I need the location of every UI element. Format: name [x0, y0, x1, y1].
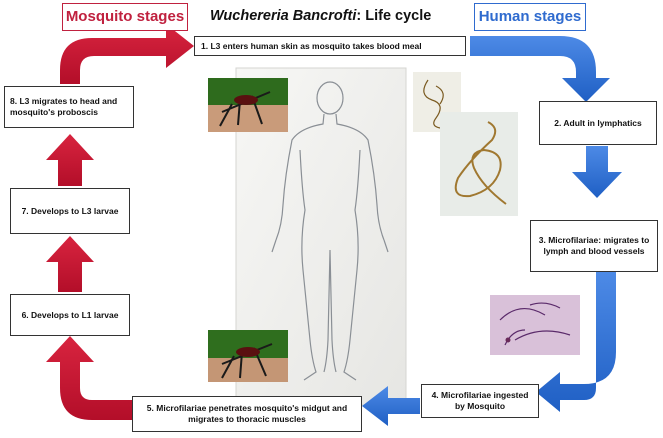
step-3-text: Microfilariae: migrates to lymph and blo…: [543, 235, 650, 256]
step-5-box: 5. Microfilariae penetrates mosquito's m…: [132, 396, 362, 432]
step-7-text: Develops to L3 larvae: [31, 205, 119, 216]
title-suffix: : Life cycle: [356, 8, 432, 24]
step-2-box: 2. Adult in lymphatics: [539, 101, 657, 145]
mosquito-stages-label: Mosquito stages: [65, 8, 185, 25]
step-6-box: 6. Develops to L1 larvae: [10, 294, 130, 336]
step-7-number: 7.: [21, 205, 29, 216]
step-8-text: L3 migrates to head and mosquito's probo…: [10, 96, 118, 117]
step-2-text: Adult in lymphatics: [563, 117, 642, 128]
step-4-number: 4.: [431, 390, 439, 401]
mosquito-stages-header: Mosquito stages: [62, 3, 188, 31]
step-6-text: Develops to L1 larvae: [31, 309, 119, 320]
step-3-box: 3. Microfilariae: migrates to lymph and …: [530, 220, 658, 272]
human-stages-header: Human stages: [474, 3, 586, 31]
step-1-text: L3 enters human skin as mosquito takes b…: [210, 40, 422, 51]
step-5-text: Microfilariae penetrates mosquito's midg…: [156, 403, 348, 424]
human-stages-label: Human stages: [478, 8, 582, 25]
worm-photo-large: [440, 112, 518, 216]
step-5-number: 5.: [146, 403, 154, 414]
mosquito-photo-top: [208, 78, 288, 132]
step-3-number: 3.: [538, 235, 546, 246]
mosquito-photo-bottom: [208, 330, 288, 382]
step-7-box: 7. Develops to L3 larvae: [10, 188, 130, 234]
step-8-box: 8. L3 migrates to head and mosquito's pr…: [4, 86, 134, 128]
step-8-number: 8.: [10, 96, 18, 107]
step-4-text: Microfilariae ingested by Mosquito: [441, 390, 529, 411]
title-species: Wuchereria Bancrofti: [210, 8, 357, 24]
blue-arrows: [362, 36, 622, 426]
human-silhouette-icon: [271, 81, 389, 381]
step-4-box: 4. Microfilariae ingested by Mosquito: [421, 384, 539, 418]
step-2-number: 2.: [554, 117, 562, 128]
step-6-number: 6.: [21, 309, 29, 320]
step-1-number: 1.: [201, 40, 209, 51]
red-arrows: [46, 24, 194, 420]
microfilariae-photo: [490, 295, 580, 355]
diagram-title: Wuchereria Bancrofti: Life cycle: [210, 8, 431, 24]
step-1-box: 1. L3 enters human skin as mosquito take…: [194, 36, 466, 56]
